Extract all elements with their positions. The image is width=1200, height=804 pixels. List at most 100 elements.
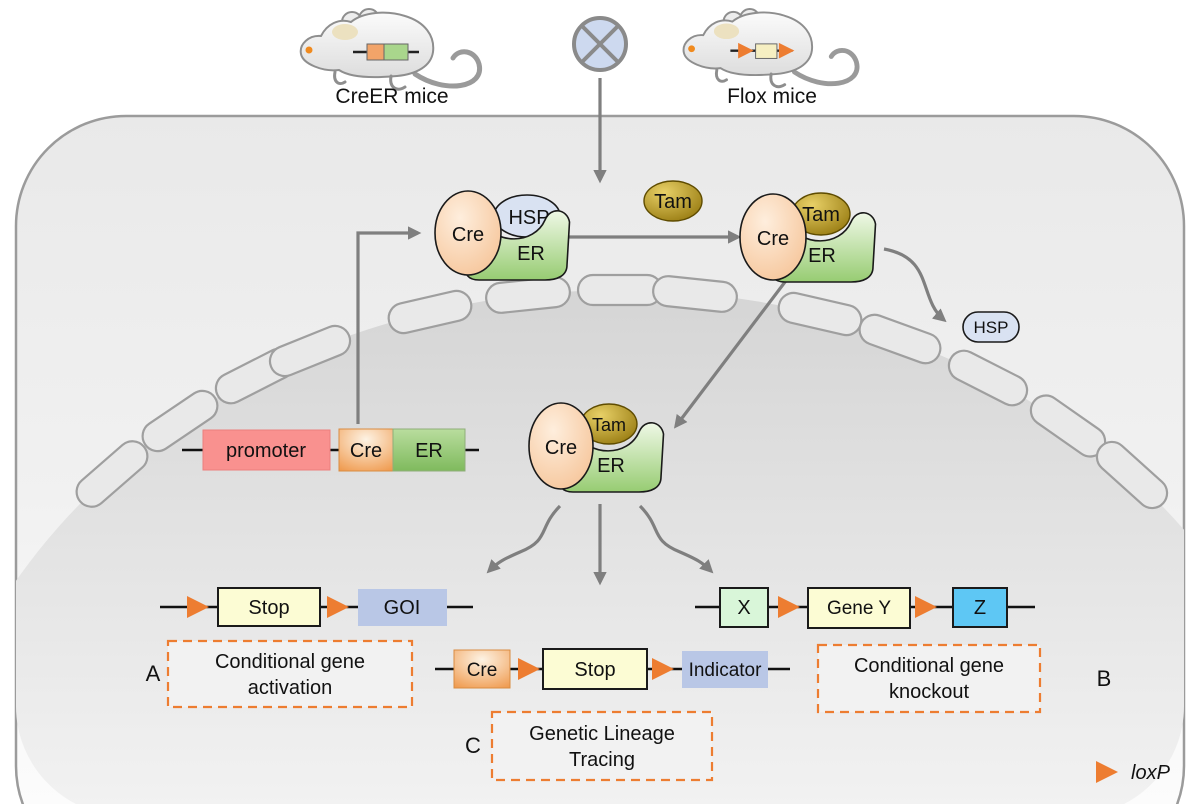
cre-label: Cre <box>452 224 484 246</box>
caption-box <box>816 643 1042 714</box>
indicator-label: Indicator <box>689 660 763 681</box>
x-exon-box <box>719 587 769 628</box>
er-gene-box <box>392 428 466 472</box>
cre-protein <box>434 190 502 276</box>
creer-transgene-construct: promoter Cre ER <box>182 428 479 472</box>
mouse-leg <box>769 72 787 89</box>
mouse-head-patch <box>713 23 740 40</box>
goi-label: GOI <box>384 597 421 619</box>
loxp-triangle <box>1096 761 1118 783</box>
cre-er-tam-complex: Cre Tam ER <box>739 192 877 283</box>
membrane-segment <box>1095 440 1169 510</box>
membrane-segment <box>75 440 149 508</box>
gene-y-box <box>807 587 911 629</box>
tam-label: Tam <box>802 204 840 226</box>
caption-activation: Conditional gene activation <box>166 639 414 709</box>
nuclear-membrane <box>75 273 1169 510</box>
promoter-box <box>202 429 331 471</box>
caption-line: Conditional gene <box>854 655 1004 677</box>
z-exon-box <box>952 587 1008 628</box>
z-label: Z <box>974 597 986 619</box>
panel-letter-b: B <box>1097 666 1112 691</box>
arrow-nuclear-translocation <box>673 277 790 429</box>
cre-label: Cre <box>757 228 789 250</box>
mouse-body <box>682 11 814 76</box>
er-gene-label: ER <box>415 440 443 462</box>
caption-box <box>166 639 414 709</box>
legend-loxp: loxP <box>1096 761 1171 784</box>
arrows <box>356 78 947 586</box>
membrane-segment <box>576 273 664 307</box>
panel-letter-c: C <box>465 733 481 758</box>
loxp-triangle <box>915 596 937 618</box>
hsp-label: HSP <box>974 318 1009 337</box>
loxp-triangle <box>738 42 754 59</box>
mouse-eye <box>688 45 695 53</box>
caption-line: Genetic Lineage <box>529 723 675 745</box>
mouse-eye <box>305 46 313 54</box>
gene-y-label: Gene Y <box>827 598 891 619</box>
loxp-legend-label: loxP <box>1131 762 1171 784</box>
arrow-transgene-to-complex <box>356 226 422 424</box>
caption-line: Conditional gene <box>215 651 365 673</box>
nucleus-group <box>16 273 1184 804</box>
cre-gene-box <box>453 649 511 689</box>
mouse-tail <box>412 49 483 89</box>
membrane-segment <box>268 324 352 378</box>
stop-cassette-box <box>542 648 648 690</box>
caption-box <box>490 710 714 782</box>
x-label: X <box>737 597 750 619</box>
hsp-released: HSP <box>962 311 1020 343</box>
membrane-segment <box>947 349 1029 407</box>
loxp-triangle <box>518 658 540 680</box>
creer-mouse <box>299 8 483 91</box>
indicator-box <box>682 651 768 688</box>
cre-label: Cre <box>545 437 577 459</box>
creer-transgene-er-box <box>383 43 409 61</box>
membrane-segment <box>652 275 738 313</box>
hsp-label: HSP <box>508 207 549 229</box>
caption-line: activation <box>248 677 333 699</box>
nuclear-cre-er-tam-complex: Cre Tam ER <box>528 402 665 493</box>
stop-label: Stop <box>574 659 615 681</box>
membrane-segment <box>858 313 942 365</box>
tam-label: Tam <box>654 191 692 213</box>
creer-transgene-cre-box <box>366 43 385 61</box>
cre-protein <box>739 193 807 281</box>
nucleus <box>16 290 1184 804</box>
tracing-construct: Cre Stop Indicator <box>435 648 790 690</box>
stop-label: Stop <box>248 597 289 619</box>
cre-protein <box>528 402 594 490</box>
loxp-triangle <box>652 658 674 680</box>
goi-box <box>358 589 447 626</box>
cre-gene-label: Cre <box>350 440 382 462</box>
cre-gene-box <box>338 428 394 472</box>
mouse-leg <box>389 74 407 91</box>
knockout-construct: X Gene Y Z <box>695 587 1035 629</box>
caption-line: knockout <box>889 681 969 703</box>
tam-ligand: Tam <box>643 180 703 222</box>
caption-tracing: Genetic Lineage Tracing <box>490 710 714 782</box>
promoter-label: promoter <box>226 440 306 462</box>
er-label: ER <box>517 243 545 265</box>
loxp-triangle <box>778 42 795 59</box>
flox-allele-box <box>755 43 778 59</box>
loxp-triangle <box>327 596 349 618</box>
flox-mouse <box>682 8 860 89</box>
arrow-to-knockout <box>638 504 714 574</box>
mouse-tail <box>791 48 860 87</box>
cre-er-hsp-complex: Cre HSP ER <box>434 190 571 281</box>
activation-construct: Stop GOI <box>160 587 473 627</box>
tam-label: Tam <box>592 415 626 435</box>
stop-cassette-box <box>217 587 321 627</box>
er-label: ER <box>597 455 625 477</box>
arrow-hsp-release <box>883 247 947 323</box>
mouse-leg <box>333 70 347 86</box>
membrane-segment <box>141 389 219 453</box>
membrane-segment <box>387 289 473 335</box>
loxp-triangle <box>778 596 800 618</box>
flox-mice-label: Flox mice <box>727 85 817 108</box>
er-label: ER <box>808 245 836 267</box>
